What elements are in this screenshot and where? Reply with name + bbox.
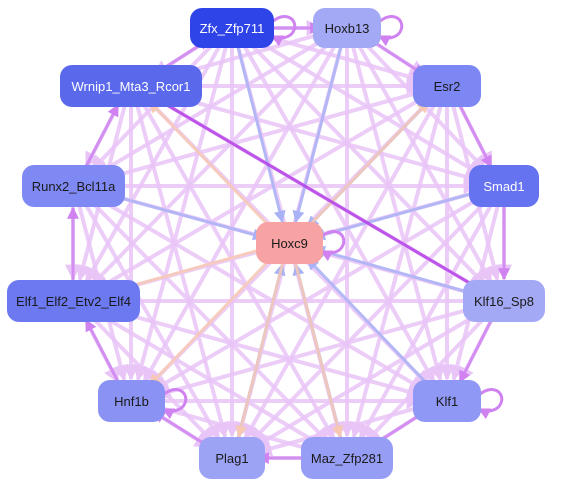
edge-hoxb13-hnf1b (142, 42, 338, 384)
edge-smad1-hoxc9 (312, 189, 484, 241)
node-plag1[interactable]: Plag1 (199, 437, 265, 479)
self-loop-hoxc9 (319, 230, 346, 262)
edge-klf16-hoxc9 (312, 245, 484, 298)
edge-ring-klf16-klf1 (458, 315, 495, 383)
edge-smad1-hnf1b (152, 193, 486, 392)
self-loop-klf1 (477, 388, 504, 420)
node-runx2-bcl11a[interactable]: Runx2_Bcl11a (22, 165, 125, 207)
node-klf16-sp8[interactable]: Klf16_Sp8 (463, 280, 545, 322)
self-loop-hoxb13 (377, 15, 404, 47)
node-esr2[interactable]: Esr2 (413, 65, 481, 107)
edge-ring-runx2-wrnip1 (82, 103, 120, 172)
node-elf1-elf2-etv2-elf4[interactable]: Elf1_Elf2_Etv2_Elf4 (7, 280, 140, 322)
edge-hoxc9-hnf1b (148, 254, 275, 387)
node-hoxc9[interactable]: Hoxc9 (256, 222, 323, 264)
self-loop-zfx (270, 15, 297, 47)
node-zfx-zfp711[interactable]: Zfx_Zfp711 (190, 8, 274, 48)
node-wrnip1-mta3-rcor1[interactable]: Wrnip1_Mta3_Rcor1 (60, 65, 202, 107)
edge-esr2-elf1 (94, 93, 429, 292)
edge-hoxc9-plag1 (235, 260, 285, 438)
edge-wrnip1-klf16-highlight (149, 93, 483, 292)
edge-ring-esr2-smad1 (456, 100, 493, 168)
edge-klf16-plag1 (253, 308, 486, 449)
edge-klf1-hoxc9 (306, 257, 433, 390)
edge-esr2-plag1 (243, 100, 438, 441)
self-loop-hnf1b (161, 388, 188, 420)
edge-zfx-hoxc9 (236, 45, 286, 223)
node-hoxb13[interactable]: Hoxb13 (313, 8, 381, 48)
edge-hoxc9-maz (293, 260, 344, 438)
edge-hoxb13-hoxc9 (292, 45, 343, 223)
node-maz-zfp281[interactable]: Maz_Zfp281 (301, 437, 393, 479)
edge-hoxc9-wrnip1 (148, 100, 275, 232)
node-smad1[interactable]: Smad1 (469, 165, 539, 207)
edge-ring-hnf1b-elf1 (84, 318, 122, 387)
edge-elf1-maz (91, 308, 326, 449)
edge-klf16-maz (363, 312, 490, 444)
edge-runx2-klf1 (91, 193, 426, 392)
node-hnf1b[interactable]: Hnf1b (98, 380, 165, 422)
node-klf1[interactable]: Klf1 (413, 380, 481, 422)
edge-hoxc9-esr2 (303, 100, 430, 232)
